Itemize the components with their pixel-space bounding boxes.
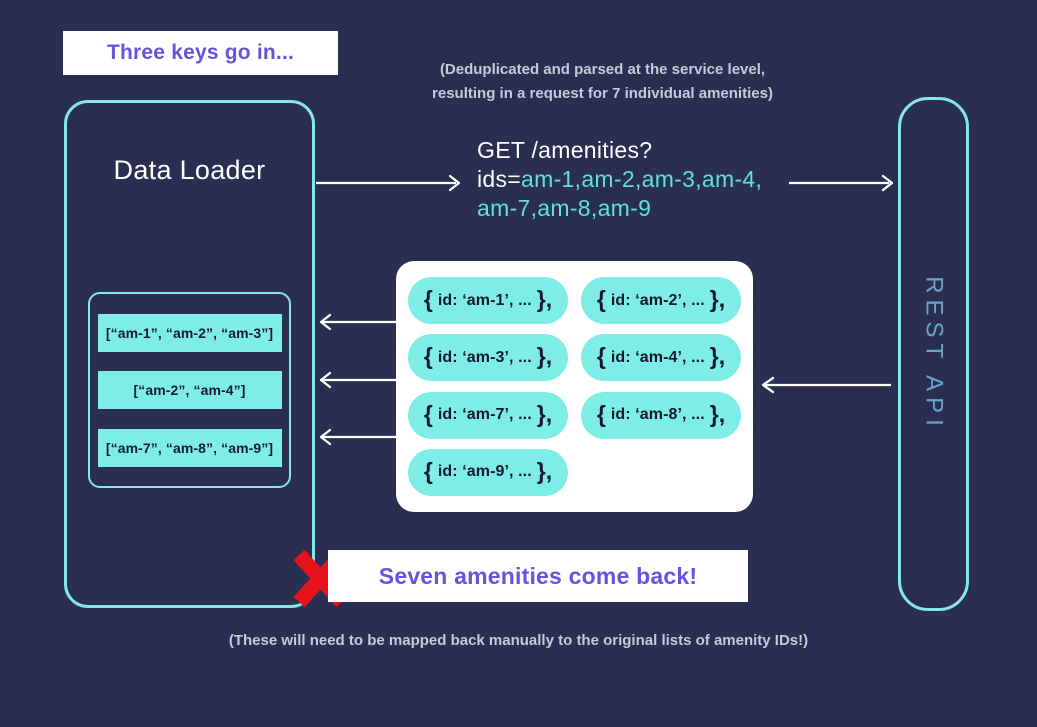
rest-api-label: REST API bbox=[920, 276, 948, 432]
arrow-request-to-api bbox=[789, 174, 894, 192]
amenity-pill-am-2: {id: ‘am-2’, ...}, bbox=[581, 277, 741, 324]
open-brace: { bbox=[423, 457, 433, 484]
amenity-pill-am-3: {id: ‘am-3’, ...}, bbox=[408, 334, 568, 382]
amenity-pill-am-7: {id: ‘am-7’, ...}, bbox=[408, 391, 568, 439]
footnote: (These will need to be mapped back manua… bbox=[228, 632, 809, 649]
close-brace: }, bbox=[709, 343, 726, 370]
close-brace: }, bbox=[709, 286, 726, 312]
result-callout: Seven amenities come back! bbox=[328, 550, 748, 602]
data-loader-box: Data Loader [“am-1”, “am-2”, “am-3”] [“a… bbox=[64, 100, 315, 608]
arrow-api-to-response bbox=[761, 376, 891, 394]
result-label: Seven amenities come back! bbox=[378, 562, 698, 589]
request-ids-line2: am-7,am-8,am-9 bbox=[477, 195, 652, 221]
dedup-note-line2: resulting in a request for 7 individual … bbox=[432, 85, 773, 102]
keys-go-in-callout: Three keys go in... bbox=[63, 31, 338, 75]
open-brace: { bbox=[423, 286, 433, 312]
data-loader-title: Data Loader bbox=[113, 155, 266, 185]
amenity-pill-am-4: {id: ‘am-4’, ...}, bbox=[581, 334, 741, 382]
arrow-response-to-loader-1 bbox=[319, 313, 398, 331]
open-brace: { bbox=[596, 400, 606, 427]
request-ids-line1: ids=am-1,am-2,am-3,am-4, bbox=[477, 166, 763, 192]
arrow-response-to-loader-2 bbox=[319, 371, 398, 389]
arrow-loader-to-request bbox=[316, 174, 461, 192]
open-brace: { bbox=[596, 286, 606, 312]
response-box: {id: ‘am-1’, ...}, {id: ‘am-2’, ...}, {i… bbox=[396, 261, 753, 512]
dedup-note: (Deduplicated and parsed at the service … bbox=[385, 58, 820, 106]
open-brace: { bbox=[423, 400, 433, 427]
amenity-count: 7 bbox=[612, 85, 621, 102]
open-brace: { bbox=[423, 343, 433, 370]
close-brace: }, bbox=[536, 343, 553, 370]
arrow-response-to-loader-3 bbox=[319, 428, 398, 446]
close-brace: }, bbox=[536, 457, 553, 484]
rest-api-box: REST API bbox=[898, 97, 969, 611]
key-row-3: [“am-7”, “am-8”, “am-9”] bbox=[97, 428, 282, 467]
amenity-pill-am-9: {id: ‘am-9’, ...}, bbox=[408, 448, 568, 496]
amenity-pill-am-1: {id: ‘am-1’, ...}, bbox=[408, 277, 568, 324]
keys-go-in-label: Three keys go in... bbox=[106, 41, 295, 64]
dedup-note-line1: (Deduplicated and parsed at the service … bbox=[439, 61, 766, 78]
amenity-pill-am-8: {id: ‘am-8’, ...}, bbox=[581, 391, 741, 439]
request-method-line: GET /amenities? bbox=[477, 137, 653, 163]
close-brace: }, bbox=[536, 286, 553, 312]
keys-list-box: [“am-1”, “am-2”, “am-3”] [“am-2”, “am-4”… bbox=[88, 292, 291, 488]
close-brace: }, bbox=[536, 400, 553, 427]
key-row-2: [“am-2”, “am-4”] bbox=[97, 371, 282, 409]
key-row-1: [“am-1”, “am-2”, “am-3”] bbox=[97, 313, 282, 352]
open-brace: { bbox=[596, 343, 606, 370]
request-url-text: GET /amenities? ids=am-1,am-2,am-3,am-4,… bbox=[477, 136, 762, 223]
close-brace: }, bbox=[709, 400, 726, 427]
